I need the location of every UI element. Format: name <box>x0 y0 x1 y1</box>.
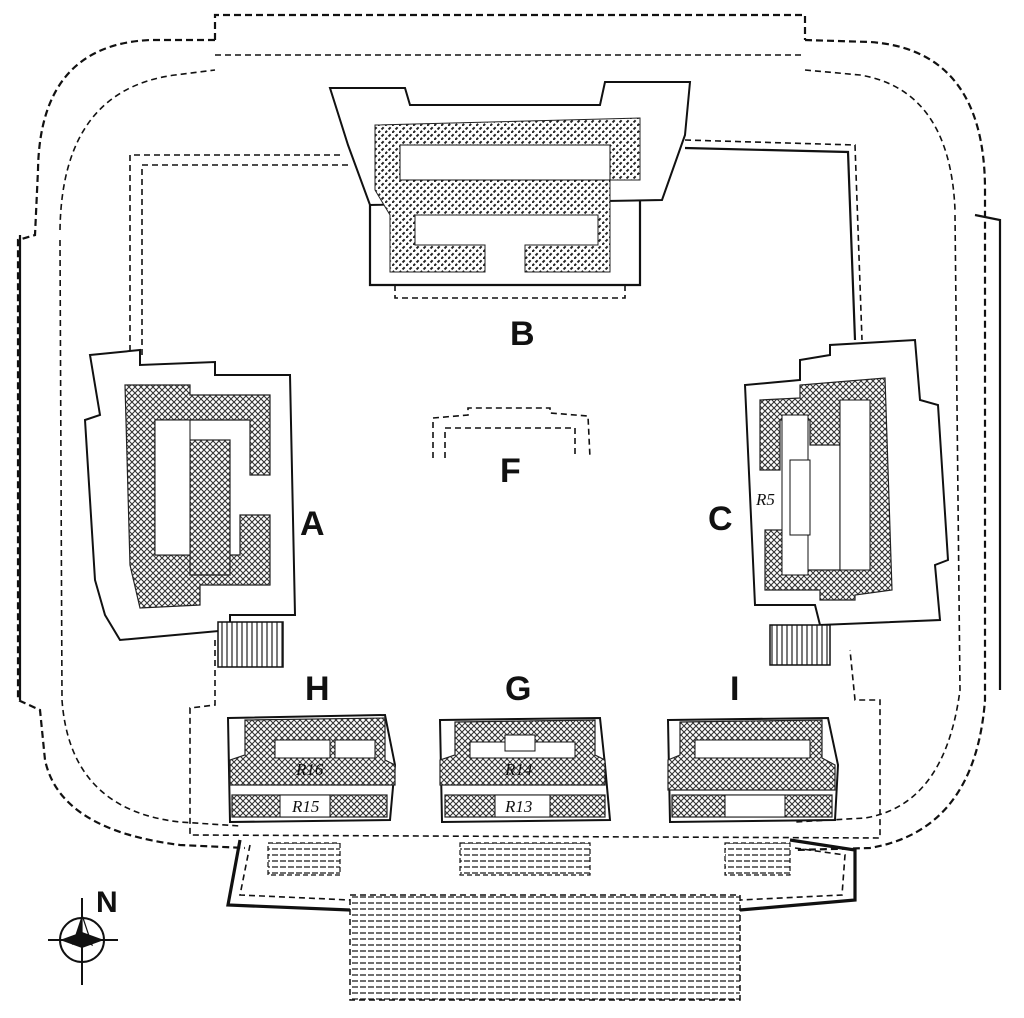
label-g: G <box>505 670 531 708</box>
stairs-a <box>217 621 284 668</box>
room-label-r13: R13 <box>504 797 532 816</box>
building-b <box>328 81 692 299</box>
stairs-south-east <box>724 842 791 876</box>
label-i: I <box>730 670 739 708</box>
label-b: B <box>510 315 535 353</box>
outer-enclosure <box>16 13 1002 852</box>
room-label-r15: R15 <box>291 797 319 816</box>
south-terrace <box>226 838 857 1001</box>
stairs-south-west <box>267 842 341 876</box>
building-f-outline <box>432 407 591 459</box>
north-arrow-icon <box>48 898 118 985</box>
room-label-r5: R5 <box>755 490 775 509</box>
room-label-r14: R14 <box>504 760 533 779</box>
label-f: F <box>500 452 521 490</box>
stairs-south-main <box>349 894 741 1001</box>
north-label: N <box>96 886 118 919</box>
label-a: A <box>300 505 325 543</box>
courtyard-wall <box>129 139 881 839</box>
stairs-south-center <box>459 842 591 876</box>
building-h <box>226 713 397 824</box>
building-i <box>666 716 840 824</box>
building-a <box>83 348 297 642</box>
building-c <box>743 338 950 627</box>
label-c: C <box>708 500 733 538</box>
building-g <box>438 716 612 824</box>
label-h: H <box>305 670 330 708</box>
room-label-r16: R16 <box>295 760 324 779</box>
stairs-c <box>769 624 831 666</box>
